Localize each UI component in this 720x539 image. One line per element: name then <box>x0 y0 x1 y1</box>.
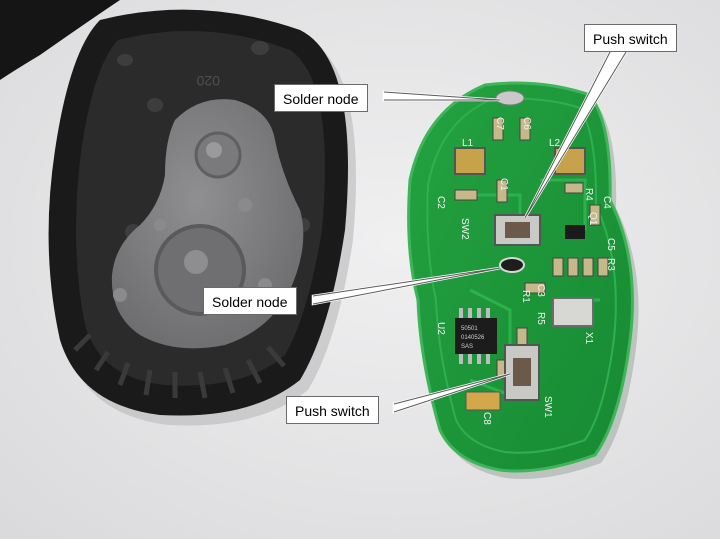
push-switch-sw1-button <box>513 358 531 386</box>
pad-button-upper-nub <box>206 142 222 158</box>
silk-c3: C3 <box>535 284 546 297</box>
silk-x1: X1 <box>583 332 594 345</box>
silk-r3: R3 <box>605 258 616 271</box>
silk-sw1: SW1 <box>542 396 553 418</box>
pad-posts <box>113 198 272 302</box>
inductor-l1 <box>454 147 486 175</box>
silk-c4: C4 <box>601 196 612 209</box>
silk-c5: C5 <box>605 238 616 251</box>
silk-c1: C1 <box>498 178 509 191</box>
silk-u2: U2 <box>435 322 446 335</box>
solder-node-top <box>495 90 525 106</box>
silk-c7: C7 <box>494 117 505 130</box>
chip-marking-2: 0140526 <box>461 335 485 341</box>
silk-r5: R5 <box>535 312 546 325</box>
chip-u2-pins <box>459 308 490 364</box>
push-switch-sw1 <box>504 344 540 401</box>
smd-components <box>454 117 609 379</box>
silk-c8: C8 <box>481 412 492 425</box>
other-fob-corner <box>0 0 120 80</box>
silk-c2: C2 <box>435 196 446 209</box>
silk-l1: L1 <box>462 138 474 149</box>
silk-l2: L2 <box>549 138 561 149</box>
silk-sw2: SW2 <box>459 218 470 240</box>
housing-marking: 020 <box>196 73 220 89</box>
capacitor-c8 <box>465 391 501 411</box>
chip-u2 <box>455 318 497 354</box>
chip-marking-1: 50501 <box>461 326 478 332</box>
chip-marking-3: SAS <box>461 344 473 350</box>
silkscreen-labels: C7 C6 L1 L2 C1 C2 R4 C4 SW2 Q1 C5 R3 R1 … <box>435 117 616 425</box>
inductor-l2 <box>554 147 586 175</box>
silk-r4: R4 <box>583 188 594 201</box>
silk-r1: R1 <box>520 290 531 303</box>
callout-push-switch-top: Push switch <box>584 24 677 52</box>
callout-push-switch-bottom: Push switch <box>286 396 379 424</box>
solder-node-mid <box>499 257 525 273</box>
housing-ribs <box>73 333 286 399</box>
silk-c6: C6 <box>521 117 532 130</box>
callout-solder-node-mid: Solder node <box>203 287 297 315</box>
callout-leader-outlines <box>312 51 627 413</box>
pad-button-lower-nub <box>184 250 208 274</box>
pcb-trace-outline <box>426 97 617 454</box>
callout-solder-node-top: Solder node <box>274 84 368 112</box>
transistor-q1 <box>565 225 585 239</box>
push-switch-sw2-button <box>505 222 530 238</box>
silk-q1: Q1 <box>587 212 598 226</box>
crystal-x1 <box>552 297 594 327</box>
